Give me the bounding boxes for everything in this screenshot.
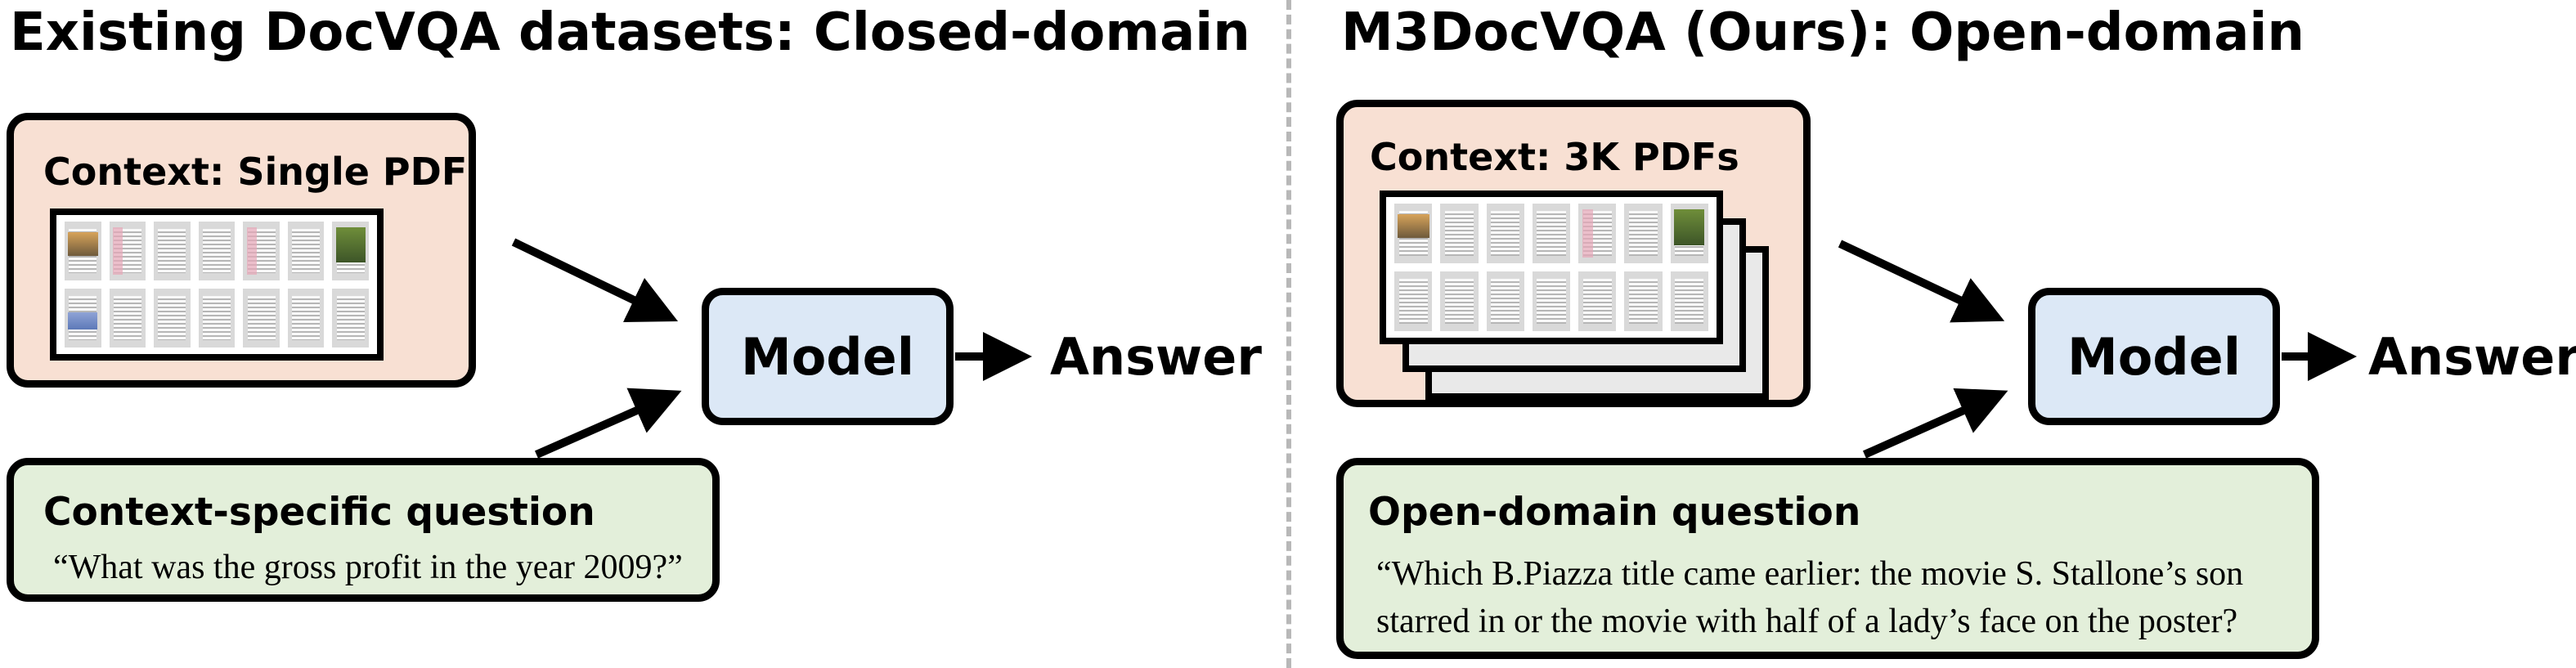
right-question-title: Open-domain question bbox=[1368, 490, 1861, 535]
right-context-box: Context: 3K PDFs bbox=[1336, 100, 1811, 407]
pdf-stack-front bbox=[1380, 191, 1723, 344]
right-model-label: Model bbox=[2067, 326, 2241, 387]
right-question-box: Open-domain question “Which B.Piazza tit… bbox=[1336, 458, 2319, 659]
right-question-arrow bbox=[1862, 388, 2008, 459]
left-panel-title: Existing DocVQA datasets: Closed-domain bbox=[10, 2, 1250, 63]
left-context-arrow bbox=[511, 238, 679, 322]
left-context-box: Context: Single PDF bbox=[7, 113, 476, 388]
left-question-text: “What was the gross profit in the year 2… bbox=[53, 549, 683, 586]
left-model-label: Model bbox=[741, 326, 914, 387]
right-answer-label: Answer bbox=[2368, 327, 2576, 387]
left-question-box: Context-specific question “What was the … bbox=[7, 458, 720, 602]
right-context-label: Context: 3K PDFs bbox=[1370, 135, 1739, 179]
left-answer-label: Answer bbox=[1050, 327, 1262, 387]
right-panel-title: M3DocVQA (Ours): Open-domain bbox=[1341, 2, 2304, 63]
left-question-title: Context-specific question bbox=[43, 490, 595, 535]
single-pdf-thumbnail bbox=[50, 208, 384, 361]
right-model-box: Model bbox=[2028, 288, 2280, 425]
right-context-arrow bbox=[1838, 240, 2005, 323]
right-question-line-2: starred in or the movie with half of a l… bbox=[1376, 603, 2238, 640]
left-question-arrow bbox=[534, 388, 682, 459]
left-model-box: Model bbox=[702, 288, 954, 425]
panel-divider bbox=[1286, 0, 1291, 668]
right-question-line-1: “Which B.Piazza title came earlier: the … bbox=[1376, 555, 2244, 593]
left-context-label: Context: Single PDF bbox=[43, 150, 468, 194]
